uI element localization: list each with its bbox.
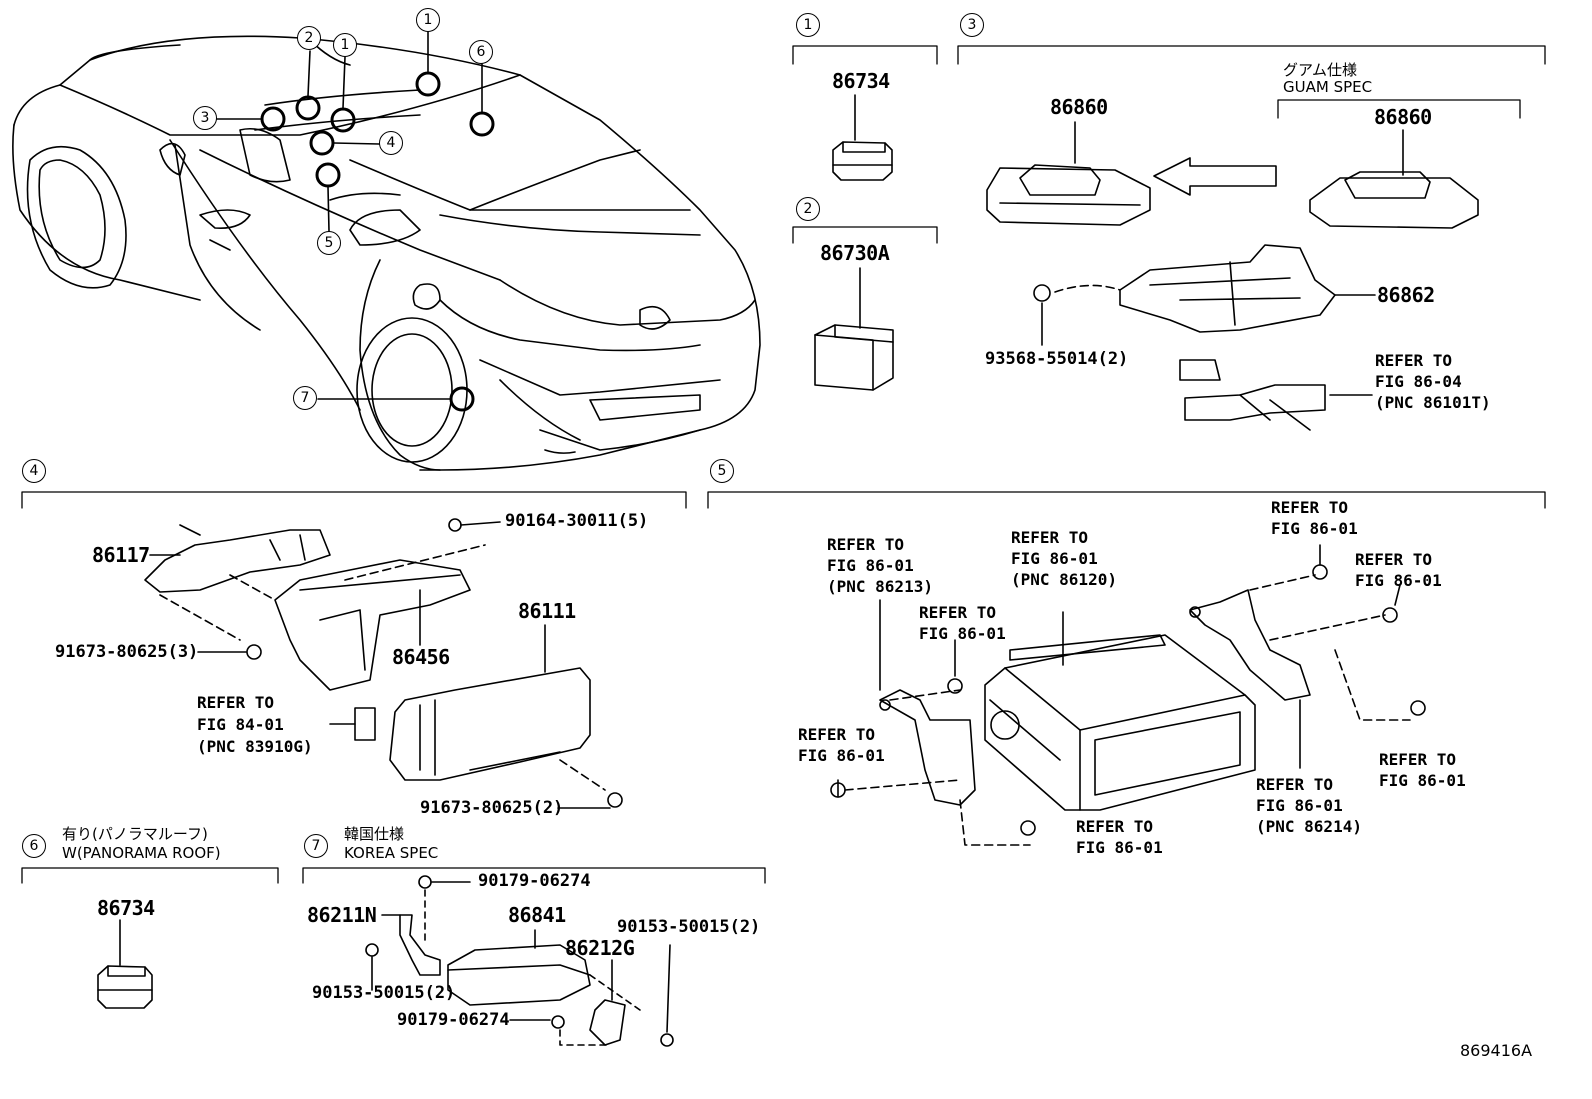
korea-spec-drawing [365,875,674,1047]
part-number-86860-guam: 86860 [1374,105,1432,129]
figure-id: 869416A [1460,1041,1533,1060]
section-4-number: 4 [22,459,46,483]
nut-90179-06274-bottom: 90179-06274 [397,1010,510,1030]
callout-4: 4 [379,131,403,155]
section-5-number: 5 [710,459,734,483]
section-3-number: 3 [960,13,984,37]
refer-h-line3: (PNC 86214) [1256,817,1362,836]
refer-fig-84-01-line2: FIG 84-01 [197,715,284,734]
refer-c-line2: FIG 86-01 [1271,519,1358,538]
refer-b-line3: (PNC 86120) [1011,570,1117,589]
refer-g-line2: FIG 86-01 [1379,771,1466,790]
refer-a-line1: REFER TO [827,535,905,554]
bolt-91673-80625-3: 91673-80625(3) [55,642,199,662]
part-number-86111: 86111 [518,599,576,623]
part-number-86117: 86117 [92,543,150,567]
guam-spec-en: GUAM SPEC [1283,78,1373,96]
bolt-91673-80625-2: 91673-80625(2) [420,798,564,818]
callout-2: 2 [297,26,321,50]
section-6-number: 6 [22,834,46,858]
korea-spec-jp: 韓国仕様 [344,825,405,843]
refer-b-line2: FIG 86-01 [1011,549,1098,568]
part-number-86841: 86841 [508,903,566,927]
refer-e-line2: FIG 86-01 [919,624,1006,643]
part-86734-drawing [832,94,893,181]
refer-i-line1: REFER TO [1076,817,1154,836]
refer-f-line2: FIG 86-01 [798,746,885,765]
refer-a-line2: FIG 86-01 [827,556,914,575]
part-number-86730A: 86730A [820,241,890,265]
part-number-86456: 86456 [392,645,450,669]
refer-c-line1: REFER TO [1271,498,1349,517]
callout-1-top: 1 [416,8,440,32]
part-number-86734: 86734 [832,69,890,93]
part-86734-panorama-drawing [97,919,153,1009]
korea-spec-en: KOREA SPEC [344,844,439,862]
part-86730A-drawing [814,267,894,391]
refer-b-line1: REFER TO [1011,528,1089,547]
refer-f-line1: REFER TO [798,725,876,744]
refer-h-line1: REFER TO [1256,775,1334,794]
refer-fig-84-01-line3: (PNC 83910G) [197,737,313,756]
panorama-roof-en: W(PANORAMA ROOF) [62,844,221,862]
callout-6: 6 [469,40,493,64]
part-number-86212G: 86212G [565,936,635,960]
section-7-number: 7 [304,834,328,858]
part-number-86734-panorama: 86734 [97,896,155,920]
part-86117-86456-86111-drawing [144,518,623,809]
vehicle-illustration [12,30,761,471]
callout-3: 3 [193,106,217,130]
nut-90179-06274-top: 90179-06274 [478,871,591,891]
refer-d-line1: REFER TO [1355,550,1433,569]
callout-7: 7 [293,386,317,410]
bolt-93568-55014: 93568-55014(2) [985,349,1129,369]
part-86860-drawing [986,121,1479,431]
refer-fig-86-04-line2: FIG 86-04 [1375,372,1462,391]
callout-5: 5 [317,231,341,255]
section-1-number: 1 [796,13,820,37]
guam-spec-jp: グアム仕様 [1283,61,1357,79]
refer-i-line2: FIG 86-01 [1076,838,1163,857]
section-brackets [21,45,1546,884]
refer-g-line1: REFER TO [1379,750,1457,769]
refer-d-line2: FIG 86-01 [1355,571,1442,590]
bolt-90153-50015-left: 90153-50015(2) [312,983,456,1003]
part-number-86211N: 86211N [307,903,377,927]
section-2-number: 2 [796,197,820,221]
panorama-roof-jp: 有り(パノラマルーフ) [62,825,208,843]
part-number-86860: 86860 [1050,95,1108,119]
part-number-86862: 86862 [1377,283,1435,307]
refer-fig-86-04-line3: (PNC 86101T) [1375,393,1491,412]
bolt-90164-30011: 90164-30011(5) [505,511,649,531]
refer-h-line2: FIG 86-01 [1256,796,1343,815]
refer-a-line3: (PNC 86213) [827,577,933,596]
refer-fig-86-04-line1: REFER TO [1375,351,1453,370]
refer-fig-84-01-line1: REFER TO [197,693,275,712]
refer-e-line1: REFER TO [919,603,997,622]
head-unit-assembly-drawing [830,544,1426,846]
bolt-90153-50015-right: 90153-50015(2) [617,917,761,937]
callout-1: 1 [333,33,357,57]
